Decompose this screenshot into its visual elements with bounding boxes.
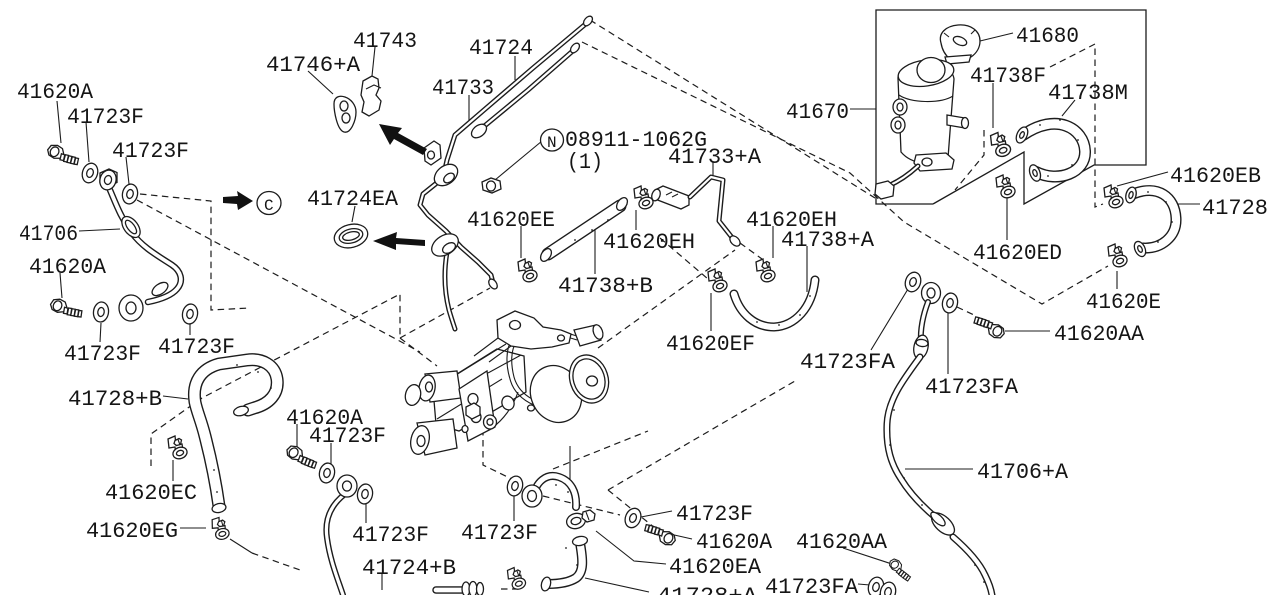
svg-text:41733: 41733 (432, 76, 494, 101)
svg-text:41620E: 41620E (1086, 290, 1161, 315)
svg-text:41620EE: 41620EE (467, 208, 555, 233)
svg-text:41723F: 41723F (309, 424, 386, 449)
svg-text:41723F: 41723F (352, 523, 429, 548)
svg-text:41738F: 41738F (970, 64, 1046, 89)
svg-text:41723F: 41723F (112, 139, 189, 164)
svg-text:41620EF: 41620EF (666, 332, 755, 357)
svg-text:41620A: 41620A (286, 406, 364, 431)
svg-text:41723FA: 41723FA (765, 575, 859, 595)
svg-text:41620EB: 41620EB (1170, 164, 1261, 189)
svg-text:41620A: 41620A (29, 255, 107, 280)
svg-text:41620AA: 41620AA (1054, 322, 1145, 347)
svg-text:41723F: 41723F (461, 521, 538, 546)
svg-text:41680: 41680 (1016, 24, 1079, 49)
svg-text:41723F: 41723F (67, 105, 144, 130)
svg-text:41724EA: 41724EA (307, 187, 399, 212)
svg-text:41706+A: 41706+A (977, 460, 1069, 485)
svg-text:41620EA: 41620EA (669, 555, 762, 580)
svg-text:41738+A: 41738+A (781, 228, 875, 253)
svg-text:41738+B: 41738+B (558, 274, 653, 299)
svg-text:41723FA: 41723FA (800, 350, 896, 375)
svg-text:41723F: 41723F (676, 502, 753, 527)
svg-text:41723FA: 41723FA (925, 375, 1019, 400)
svg-text:41620ED: 41620ED (973, 241, 1062, 266)
svg-text:41746+A: 41746+A (266, 53, 361, 78)
svg-text:41620EC: 41620EC (105, 481, 197, 506)
svg-text:(1): (1) (567, 150, 603, 175)
svg-text:41620EH: 41620EH (603, 230, 695, 255)
svg-text:41728: 41728 (1202, 196, 1268, 221)
svg-text:N: N (547, 134, 557, 152)
svg-text:41733+A: 41733+A (668, 145, 762, 170)
svg-text:41723F: 41723F (64, 342, 141, 367)
svg-text:C: C (264, 197, 274, 215)
svg-text:41724: 41724 (469, 36, 533, 61)
svg-text:41620EH: 41620EH (746, 208, 837, 233)
svg-text:41743: 41743 (353, 29, 417, 54)
svg-text:41728+B: 41728+B (68, 387, 162, 412)
svg-text:41620A: 41620A (696, 530, 773, 555)
svg-text:41723F: 41723F (158, 335, 235, 360)
svg-text:41670: 41670 (786, 100, 849, 125)
svg-text:41706: 41706 (19, 222, 78, 247)
svg-text:08911-1062G: 08911-1062G (565, 128, 707, 153)
svg-text:41724+B: 41724+B (362, 556, 456, 581)
svg-text:41728+A: 41728+A (657, 584, 758, 595)
svg-text:41620A: 41620A (17, 80, 94, 105)
svg-text:41620AA: 41620AA (796, 530, 888, 555)
svg-text:41620EG: 41620EG (86, 519, 178, 544)
svg-text:41738M: 41738M (1048, 81, 1128, 106)
